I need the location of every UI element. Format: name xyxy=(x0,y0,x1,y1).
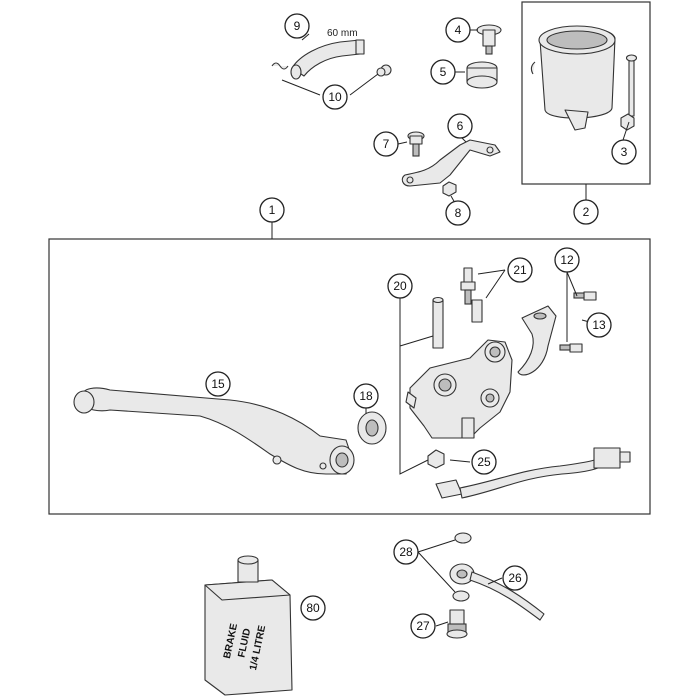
callout-3: 3 xyxy=(611,139,637,165)
svg-text:9: 9 xyxy=(294,19,301,33)
screw-part xyxy=(407,131,425,157)
banjo-bolt-part xyxy=(446,609,468,639)
svg-text:10: 10 xyxy=(328,90,342,104)
svg-text:25: 25 xyxy=(477,455,491,469)
svg-text:7: 7 xyxy=(383,137,390,151)
svg-text:15: 15 xyxy=(211,377,225,391)
callout-4: 4 xyxy=(445,17,471,43)
master-cylinder-assembly-frame xyxy=(48,238,651,515)
pivot-pin-part xyxy=(432,296,444,349)
svg-text:8: 8 xyxy=(455,206,462,220)
clamp-bolt-part xyxy=(559,291,597,353)
callout-25: 25 xyxy=(471,449,497,475)
svg-text:1: 1 xyxy=(269,203,276,217)
callout-8: 8 xyxy=(445,200,471,226)
grommet-part xyxy=(466,61,498,89)
callout-12: 12 xyxy=(554,247,580,273)
svg-text:20: 20 xyxy=(393,279,407,293)
svg-text:28: 28 xyxy=(399,545,413,559)
svg-text:3: 3 xyxy=(621,145,628,159)
svg-text:26: 26 xyxy=(508,571,522,585)
svg-text:6: 6 xyxy=(457,119,464,133)
callout-21: 21 xyxy=(507,257,533,283)
svg-text:4: 4 xyxy=(455,23,462,37)
callout-80: 80 xyxy=(300,595,326,621)
callout-7: 7 xyxy=(373,131,399,157)
callout-13: 13 xyxy=(586,312,612,338)
svg-text:12: 12 xyxy=(560,253,574,267)
brake-light-switch-part xyxy=(427,447,631,499)
callout-10: 10 xyxy=(322,84,348,110)
svg-text:13: 13 xyxy=(592,318,606,332)
callout-20: 20 xyxy=(387,273,413,299)
brake-lever-part xyxy=(73,387,355,475)
svg-text:18: 18 xyxy=(359,389,373,403)
bolt-part xyxy=(476,24,502,55)
callout-15: 15 xyxy=(205,371,231,397)
bleed-nipple-part xyxy=(460,267,483,323)
callout-26: 26 xyxy=(502,565,528,591)
reservoir-screw-part xyxy=(620,54,638,131)
callout-2: 2 xyxy=(573,199,599,225)
callout-27: 27 xyxy=(410,613,436,639)
svg-text:21: 21 xyxy=(513,263,527,277)
brake-fluid-bottle-part xyxy=(204,555,293,696)
callout-5: 5 xyxy=(430,59,456,85)
nut-part xyxy=(442,181,457,197)
callout-9: 9 xyxy=(284,13,310,39)
svg-text:2: 2 xyxy=(583,205,590,219)
callout-18: 18 xyxy=(353,383,379,409)
brake-line-part xyxy=(449,532,545,621)
callout-6: 6 xyxy=(447,113,473,139)
handlebar-clamp-part xyxy=(517,305,557,376)
callout-1: 1 xyxy=(259,197,285,223)
callout-28: 28 xyxy=(393,539,419,565)
svg-text:80: 80 xyxy=(306,601,320,615)
svg-text:5: 5 xyxy=(440,65,447,79)
master-cylinder-body-part xyxy=(405,339,513,439)
adjuster-bushing-part xyxy=(357,411,387,445)
hose-length-label: 60 mm xyxy=(327,28,358,39)
hose-part xyxy=(271,39,392,80)
svg-text:27: 27 xyxy=(416,619,430,633)
bracket-part xyxy=(401,139,501,187)
reservoir-part xyxy=(530,25,616,131)
